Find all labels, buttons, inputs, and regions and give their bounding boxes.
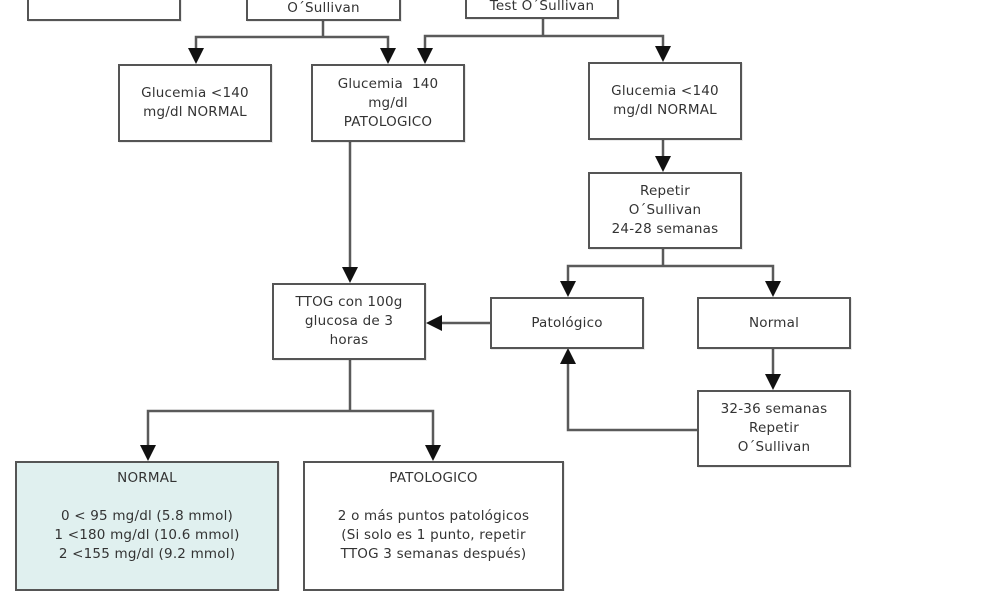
arrowhead-down-icon	[765, 281, 781, 297]
node-normal-branch: Normal	[697, 297, 851, 349]
node-line: horas	[329, 332, 369, 348]
arrowhead-down-icon	[655, 156, 671, 172]
node-line: Glucemia 140	[337, 75, 439, 92]
node-line: Glucemia <140	[141, 85, 249, 101]
node-line: O´Sullivan	[737, 439, 811, 455]
arrowhead-up-icon	[560, 348, 576, 364]
node-repetir-24-28: Repetir O´Sullivan 24-28 semanas	[588, 172, 742, 249]
edge-ttog-to-result-patologico	[350, 409, 435, 449]
result-patologico-heading: PATOLOGICO	[389, 470, 478, 486]
result-normal-heading: NORMAL	[117, 470, 177, 486]
arrowhead-down-icon	[425, 445, 441, 461]
edge-repetir-to-normal	[663, 264, 775, 285]
node-line: (Si solo es 1 punto, repetir	[341, 527, 526, 543]
node-line: mg/dl NORMAL	[143, 104, 247, 120]
node-line: 24-28 semanas	[611, 221, 719, 237]
node-line: Repetir	[640, 183, 690, 199]
node-gluc-normal-left: Glucemia <140 mg/dl NORMAL	[118, 64, 272, 142]
arrowhead-down-icon	[560, 281, 576, 297]
node-line: 1 <180 mg/dl (10.6 mmol)	[54, 527, 240, 543]
node-result-patologico: PATOLOGICO 2 o más puntos patológicos (S…	[303, 461, 564, 591]
edge-top-right-to-gluc-patologico	[423, 34, 543, 52]
arrowhead-down-icon	[188, 48, 204, 64]
node-line: TTOG con 100g	[295, 294, 403, 310]
arrowhead-down-icon	[140, 445, 156, 461]
arrowhead-down-icon	[765, 374, 781, 390]
node-gluc-normal-right: Glucemia <140 mg/dl NORMAL	[588, 62, 742, 140]
node-top-left	[27, 0, 181, 21]
node-line: 2 o más puntos patológicos	[337, 508, 530, 524]
edge-top-center-to-gluc-normal-left	[194, 35, 323, 52]
node-repetir-32-36: 32-36 semanas Repetir O´Sullivan	[697, 390, 851, 467]
edge-ttog-to-result-normal	[146, 409, 350, 449]
arrowhead-down-icon	[342, 267, 358, 283]
arrowhead-down-icon	[380, 48, 396, 64]
arrowhead-down-icon	[655, 46, 671, 62]
node-top-center-line: O´Sullivan	[287, 0, 360, 16]
node-line: Glucemia <140	[611, 83, 719, 99]
node-top-right: Test O´Sullivan	[465, 0, 619, 19]
flowchart-connectors	[140, 18, 781, 461]
edge-repetir-32-36-loop-to-patologico	[566, 361, 697, 432]
node-line: PATOLOGICO	[343, 113, 433, 130]
node-line: glucosa de 3	[304, 313, 394, 329]
node-line: Patológico	[531, 314, 603, 331]
node-line: 2 <155 mg/dl (9.2 mmol)	[58, 546, 236, 562]
node-line: Normal	[748, 314, 800, 331]
edge-top-center-to-gluc-patologico	[323, 35, 390, 52]
node-line: mg/dl	[368, 94, 408, 111]
node-top-center: O´Sullivan	[246, 0, 401, 21]
node-patologico-branch: Patológico	[490, 297, 644, 349]
arrowhead-left-icon	[426, 315, 442, 331]
node-line: O´Sullivan	[628, 202, 702, 218]
node-line: 32-36 semanas	[720, 401, 828, 417]
edge-top-right-to-gluc-normal-right	[543, 34, 665, 50]
node-result-normal: NORMAL 0 < 95 mg/dl (5.8 mmol) 1 <180 mg…	[15, 461, 279, 591]
arrowhead-down-icon	[417, 48, 433, 64]
node-line: 0 < 95 mg/dl (5.8 mmol)	[60, 508, 234, 524]
node-line: Repetir	[749, 420, 799, 436]
node-ttog: TTOG con 100g glucosa de 3 horas	[272, 283, 426, 360]
node-line: TTOG 3 semanas después)	[340, 546, 527, 562]
node-top-right-line: Test O´Sullivan	[489, 0, 595, 14]
node-line: mg/dl NORMAL	[613, 102, 717, 118]
edge-repetir-to-patologico	[566, 264, 663, 285]
node-gluc-patologico: Glucemia 140 mg/dl PATOLOGICO	[311, 64, 465, 142]
